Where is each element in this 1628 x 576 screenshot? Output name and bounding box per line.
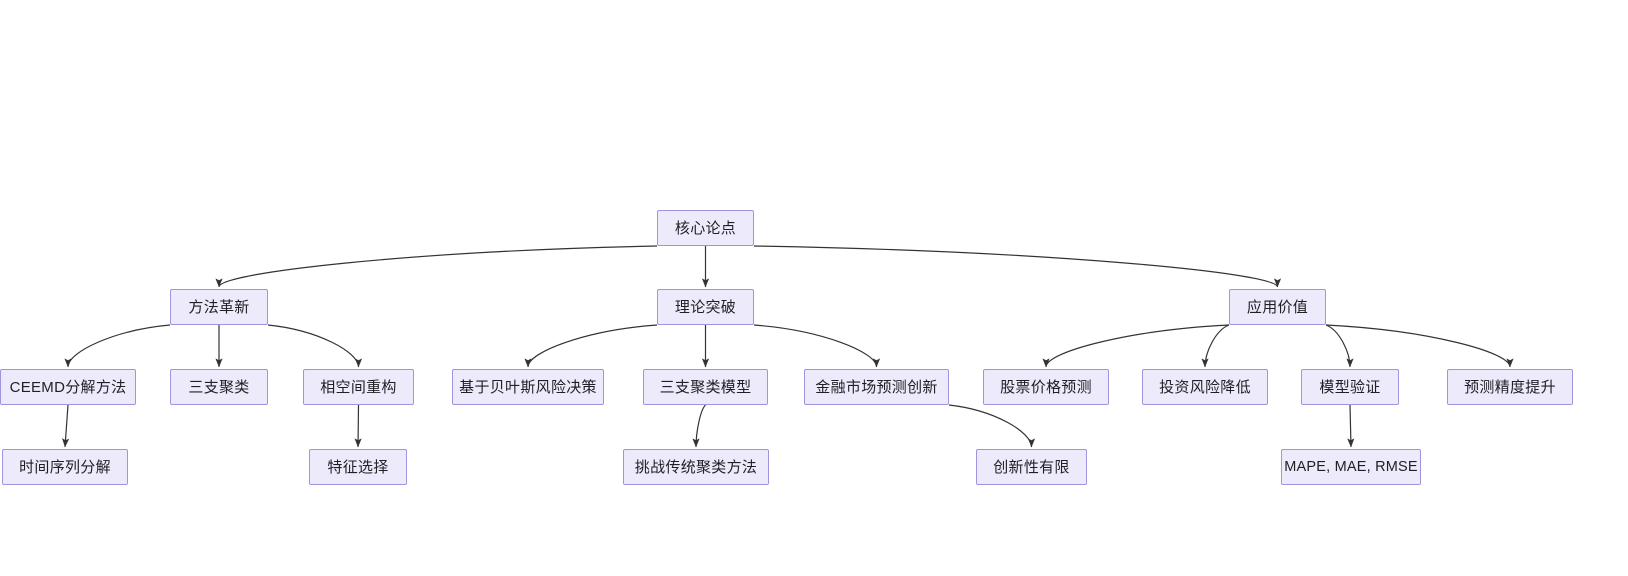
node-c5[interactable]: 三支聚类模型 [643, 369, 768, 405]
node-d5[interactable]: MAPE, MAE, RMSE [1281, 449, 1421, 485]
edge-c6-to-d4 [948, 404, 1036, 448]
edge-c5-to-d3 [692, 404, 706, 448]
edge-b1-to-c1 [64, 324, 171, 368]
node-d3[interactable]: 挑战传统聚类方法 [623, 449, 769, 485]
node-d4[interactable]: 创新性有限 [976, 449, 1087, 485]
node-c6[interactable]: 金融市场预测创新 [804, 369, 949, 405]
node-b1[interactable]: 方法革新 [170, 289, 268, 325]
node-c4[interactable]: 基于贝叶斯风险决策 [452, 369, 604, 405]
edge-b2-to-c4 [524, 324, 658, 368]
node-label: 时间序列分解 [19, 458, 111, 476]
edge-c1-to-d1 [62, 404, 70, 448]
node-label: 应用价值 [1246, 298, 1309, 316]
node-label: 股票价格预测 [1000, 378, 1092, 396]
node-label: 三支聚类 [188, 378, 250, 396]
node-d1[interactable]: 时间序列分解 [2, 449, 128, 485]
edge-c3-to-d2 [354, 404, 362, 448]
node-label: 模型验证 [1319, 378, 1381, 396]
node-label: 挑战传统聚类方法 [634, 458, 758, 476]
edge-c9-to-d5 [1347, 404, 1355, 448]
node-c7[interactable]: 股票价格预测 [983, 369, 1109, 405]
node-label: 预测精度提升 [1464, 378, 1556, 396]
node-label: 特征选择 [327, 458, 389, 476]
node-label: 方法革新 [188, 298, 250, 316]
node-label: 理论突破 [674, 298, 737, 316]
node-c10[interactable]: 预测精度提升 [1447, 369, 1573, 405]
node-d2[interactable]: 特征选择 [309, 449, 407, 485]
node-label: 三支聚类模型 [659, 378, 752, 396]
edge-b1-to-c3 [267, 324, 363, 368]
node-label: MAPE, MAE, RMSE [1284, 458, 1418, 475]
node-root[interactable]: 核心论点 [657, 210, 754, 246]
edge-b3-to-c7 [1042, 324, 1230, 368]
node-b3[interactable]: 应用价值 [1229, 289, 1326, 325]
edge-b3-to-c9 [1325, 324, 1354, 368]
node-label: CEEMD分解方法 [9, 378, 127, 396]
edge-root-to-b1 [215, 245, 658, 288]
node-label: 创新性有限 [993, 458, 1070, 476]
node-label: 投资风险降低 [1159, 378, 1251, 396]
node-c1[interactable]: CEEMD分解方法 [0, 369, 136, 405]
node-b2[interactable]: 理论突破 [657, 289, 754, 325]
edge-b3-to-c10 [1325, 324, 1514, 368]
edge-b2-to-c6 [753, 324, 881, 368]
edge-root-to-b3 [753, 245, 1281, 288]
node-c9[interactable]: 模型验证 [1301, 369, 1399, 405]
node-label: 金融市场预测创新 [815, 378, 938, 396]
node-c3[interactable]: 相空间重构 [303, 369, 414, 405]
node-label: 核心论点 [674, 219, 737, 237]
edge-b3-to-c8 [1201, 324, 1230, 368]
node-c2[interactable]: 三支聚类 [170, 369, 268, 405]
node-label: 基于贝叶斯风险决策 [459, 378, 597, 396]
node-label: 相空间重构 [320, 378, 397, 396]
node-c8[interactable]: 投资风险降低 [1142, 369, 1268, 405]
